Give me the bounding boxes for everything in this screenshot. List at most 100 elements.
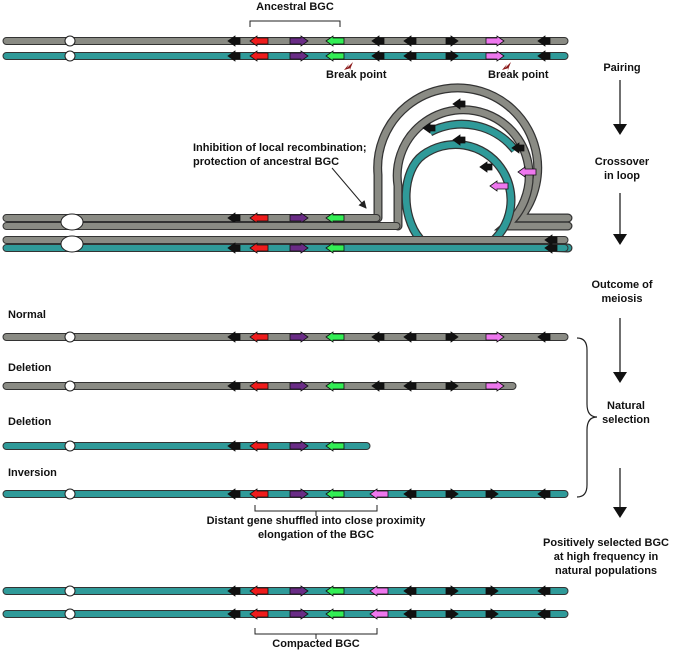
gene-arrow-icon	[517, 166, 537, 178]
compacted-bgc-label: Compacted BGC	[272, 638, 360, 650]
gene-arrow-icon	[403, 585, 417, 597]
gene-arrow-icon	[227, 50, 241, 62]
step-positive-line2: at high frequency in	[553, 551, 659, 563]
loop-teal-ring	[401, 140, 573, 253]
gene-arrow-icon	[452, 134, 466, 146]
gene-arrow-icon	[403, 488, 417, 500]
gene-arrow-icon	[249, 35, 269, 47]
gene-arrow-icon	[445, 35, 459, 47]
gene-arrow-icon	[289, 585, 309, 597]
gene-arrow-icon	[403, 608, 417, 620]
gene-arrow-icon	[249, 242, 269, 254]
gene-arrow-icon	[485, 585, 499, 597]
gene-arrow-icon	[249, 440, 269, 452]
gene-arrow-icon	[479, 161, 493, 173]
gene-arrow-icon	[227, 331, 241, 343]
step-outcome-line2: meiosis	[601, 293, 643, 305]
gene-arrow-icon	[537, 331, 551, 343]
step-crossover-line2: in loop	[603, 170, 641, 182]
gene-arrow-icon	[289, 50, 309, 62]
gene-arrow-icon	[403, 35, 417, 47]
step-positive-line3: natural populations	[554, 565, 658, 577]
crossover-gray-3	[2, 234, 569, 246]
gene-arrow-icon	[227, 35, 241, 47]
crossover-teal-4	[2, 242, 569, 254]
gene-arrow-icon	[445, 331, 459, 343]
gene-arrow-icon	[445, 608, 459, 620]
gene-arrow-icon	[325, 380, 345, 392]
step-pairing: Pairing	[603, 62, 641, 74]
gene-arrow-icon	[489, 180, 509, 192]
gene-arrow-icon	[227, 242, 241, 254]
chromosome-normal	[2, 331, 569, 343]
gene-arrow-icon	[325, 331, 345, 343]
gene-arrow-icon	[403, 331, 417, 343]
gene-arrow-icon	[249, 608, 269, 620]
gene-arrow-icon	[371, 380, 385, 392]
gene-arrow-icon	[371, 331, 385, 343]
gene-arrow-icon	[369, 488, 389, 500]
gene-arrow-icon	[452, 98, 466, 110]
deletion-label-1: Deletion	[8, 362, 52, 374]
crossover-loop	[373, 83, 573, 253]
gene-arrow-icon	[325, 35, 345, 47]
step-arrows	[613, 80, 627, 518]
gene-arrow-icon	[325, 585, 345, 597]
gene-arrow-icon	[249, 50, 269, 62]
gene-arrow-icon	[289, 440, 309, 452]
shuffle-label-line2: elongation of the BGC	[257, 529, 375, 541]
gene-arrow-icon	[485, 488, 499, 500]
gene-arrow-icon	[537, 585, 551, 597]
gene-arrow-icon	[227, 608, 241, 620]
inhibition-label-line2: protection of ancestral BGC	[193, 156, 340, 168]
gene-arrow-icon	[325, 608, 345, 620]
down-arrow-icon	[613, 80, 627, 135]
gene-arrow-icon	[227, 585, 241, 597]
step-selection-line1: Natural	[607, 400, 645, 412]
gene-arrow-icon	[537, 608, 551, 620]
break-points	[344, 62, 511, 72]
gene-arrow-icon	[325, 242, 345, 254]
chromosome-selected-1	[2, 585, 569, 597]
chromosome-deletion-1	[2, 380, 517, 392]
gene-arrow-icon	[249, 488, 269, 500]
centromere-icon	[64, 585, 76, 597]
gene-arrow-icon	[289, 35, 309, 47]
gene-arrow-icon	[422, 122, 436, 134]
lightning-bolt-icon	[502, 62, 511, 72]
chromosome-pairing-teal	[2, 50, 569, 62]
gene-arrow-icon	[537, 488, 551, 500]
gene-arrow-icon	[289, 242, 309, 254]
gene-arrow-icon	[445, 50, 459, 62]
gene-arrow-icon	[511, 142, 525, 154]
gene-arrow-icon	[249, 585, 269, 597]
shuffle-bracket	[254, 505, 378, 512]
centromere-icon	[60, 213, 84, 231]
deletion-label-2: Deletion	[8, 416, 52, 428]
crossover-gray-2	[2, 222, 401, 230]
step-outcome-line1: Outcome of	[591, 279, 653, 291]
gene-arrow-icon	[227, 440, 241, 452]
gene-arrow-icon	[369, 608, 389, 620]
gene-arrow-icon	[227, 488, 241, 500]
step-selection-line2: selection	[602, 414, 650, 426]
gene-arrow-icon	[445, 380, 459, 392]
normal-label: Normal	[8, 309, 46, 321]
lightning-bolt-icon	[344, 62, 353, 72]
chromosome-deletion-2	[2, 440, 371, 452]
centromere-icon	[64, 440, 76, 452]
ancestral-bgc-label: Ancestral BGC	[256, 1, 334, 13]
chromosome-selected-2	[2, 608, 569, 620]
gene-arrow-icon	[537, 50, 551, 62]
gene-arrow-icon	[289, 488, 309, 500]
gene-arrow-icon	[485, 608, 499, 620]
gene-arrow-icon	[249, 331, 269, 343]
loop-genes	[422, 98, 537, 192]
gene-arrow-icon	[445, 488, 459, 500]
gene-arrow-icon	[289, 608, 309, 620]
centromere-icon	[60, 235, 84, 253]
inversion-label: Inversion	[8, 467, 57, 479]
centromere-icon	[64, 488, 76, 500]
shuffle-label-line1: Distant gene shuffled into close proximi…	[206, 515, 426, 527]
